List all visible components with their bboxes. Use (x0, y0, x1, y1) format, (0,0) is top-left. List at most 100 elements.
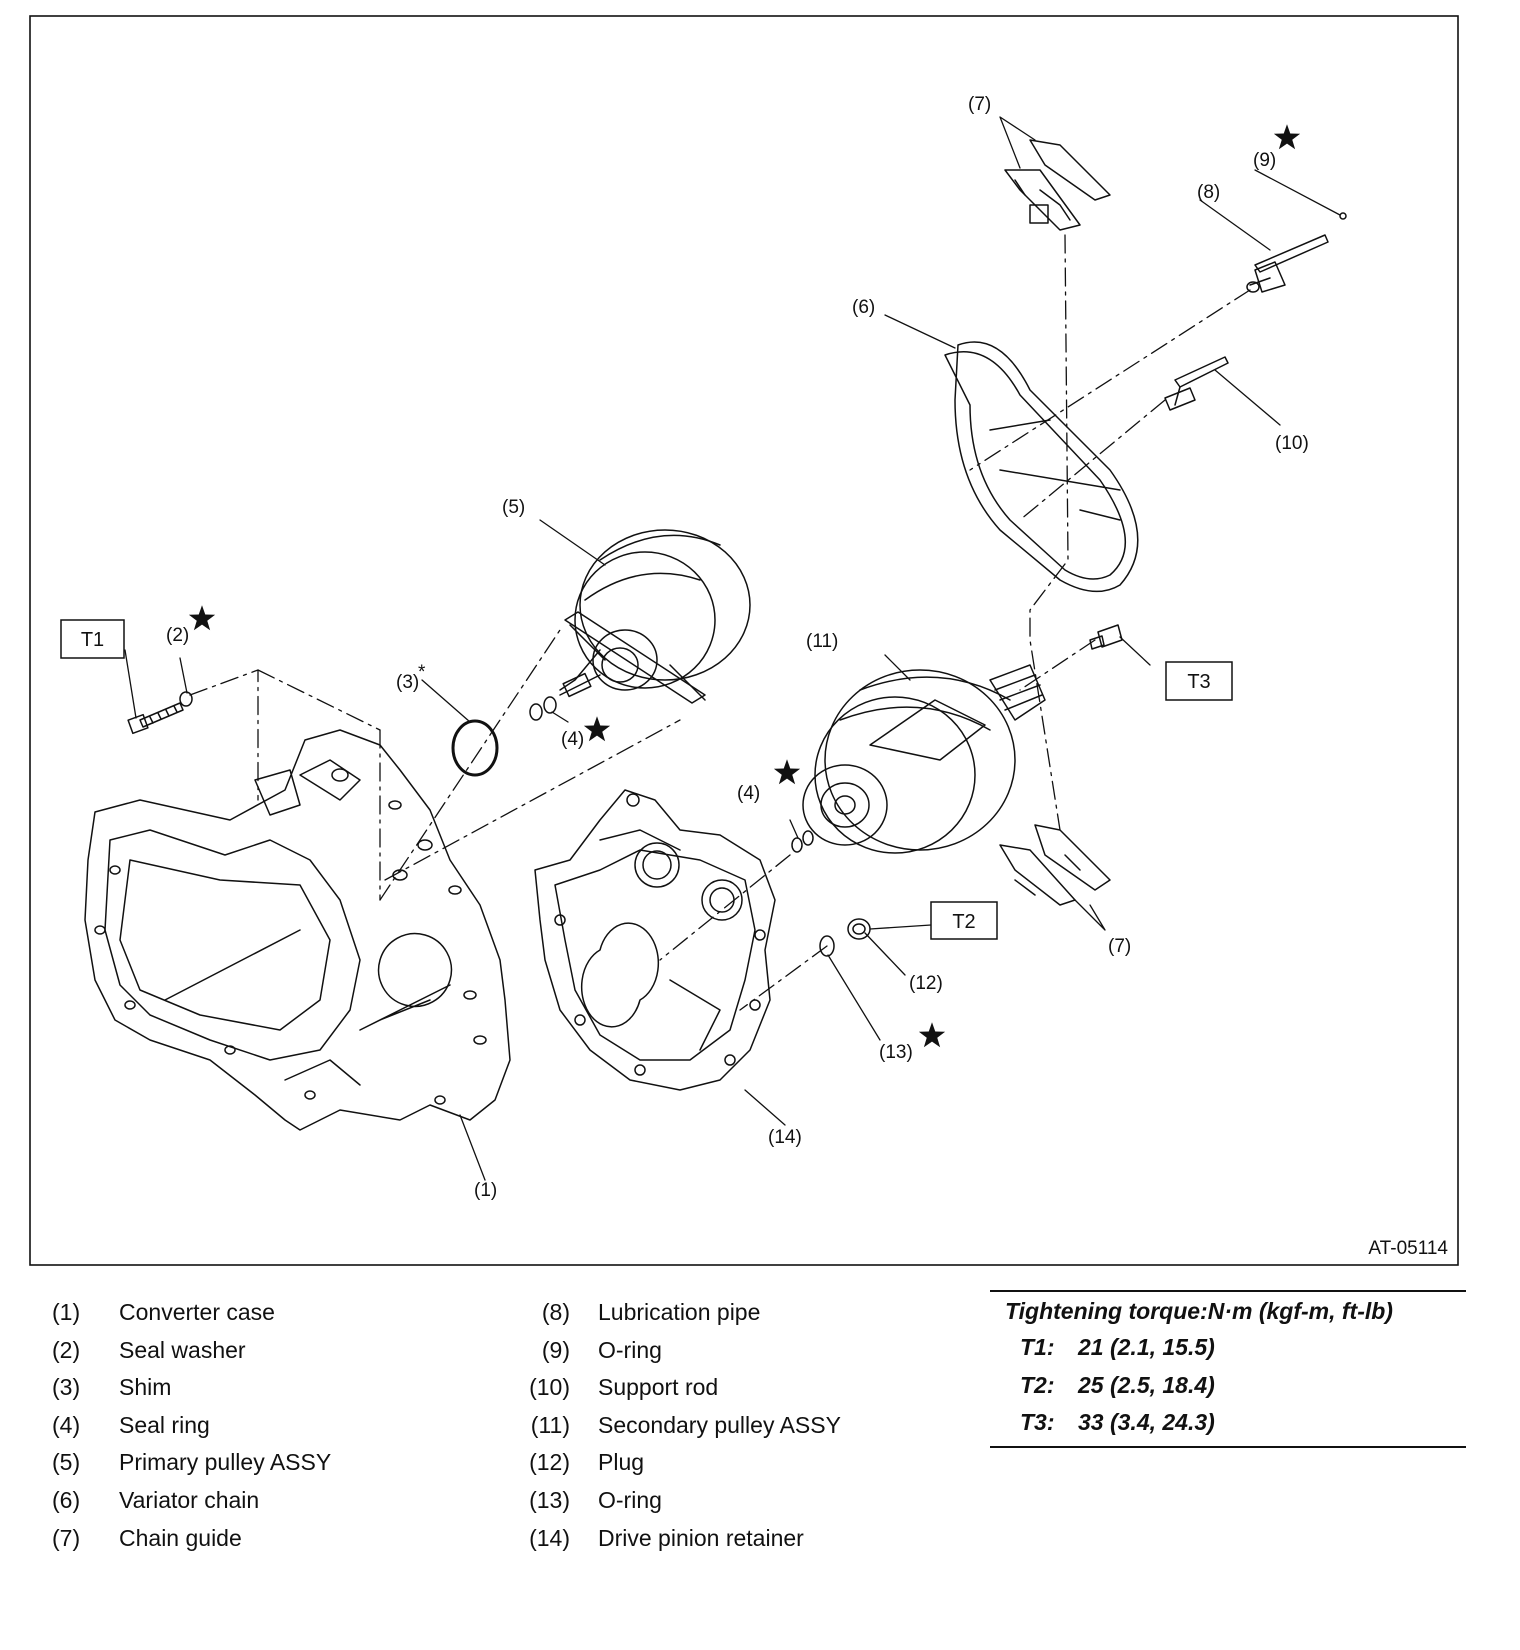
legend-item: (5) Primary pulley ASSY (0, 1444, 480, 1482)
torque-row: T3: 33 (3.4, 24.3) (990, 1404, 1466, 1442)
callout-8: (8) (1197, 182, 1220, 203)
legend-number: (11) (530, 1411, 570, 1438)
legend-number: (13) (529, 1486, 570, 1513)
legend-item: (1) Converter case (0, 1294, 480, 1332)
star-icon (773, 759, 801, 785)
legend-part-name: O-ring (598, 1336, 662, 1363)
star-icon (188, 605, 216, 631)
callout-4-upper: (4) (561, 729, 584, 750)
torque-row: T2: 25 (2.5, 18.4) (990, 1367, 1466, 1405)
legend-number: (14) (529, 1524, 570, 1551)
legend-number: (2) (52, 1336, 81, 1363)
legend-item: (6) Variator chain (0, 1482, 480, 1520)
exploded-view-diagram: T1 T2 T3 (1) (2) (3) * (4) (4) (5) (6) (… (29, 15, 1459, 1266)
callout-4-lower: (4) (737, 783, 760, 804)
star-icon (583, 716, 611, 742)
callout-14: (14) (768, 1127, 802, 1148)
legend-item: (13) O-ring (510, 1482, 930, 1520)
legend-part-name: Shim (119, 1374, 172, 1401)
parts-legend-left: (1)Converter case(2)Seal washer(3)Shim(4… (0, 1294, 480, 1557)
chain-guide-top-part (1004, 139, 1111, 231)
torque-row: T1: 21 (2.1, 15.5) (990, 1329, 1466, 1367)
callout-7-top: (7) (968, 94, 991, 115)
torque-value: 21 (2.1, 15.5) (1078, 1334, 1215, 1360)
legend-number: (12) (529, 1449, 570, 1476)
legend-part-name: Seal washer (119, 1336, 246, 1363)
legend-number: (4) (52, 1411, 81, 1438)
torque-key: T2: (1020, 1371, 1055, 1398)
callout-3: (3) (396, 672, 419, 693)
torque-box-t1: T1 (60, 619, 125, 659)
lubrication-pipe-part (1246, 234, 1329, 293)
legend-part-name: Chain guide (119, 1524, 242, 1551)
legend-part-name: Drive pinion retainer (598, 1524, 804, 1551)
callout-11: (11) (806, 631, 838, 652)
converter-case-part (84, 729, 511, 1131)
torque-title: Tightening torque:N·m (kgf-m, ft-lb) (1005, 1298, 1393, 1324)
legend-item: (11) Secondary pulley ASSY (510, 1407, 930, 1445)
seal-ring-upper-part (529, 696, 557, 721)
callout-13: (13) (879, 1042, 913, 1063)
legend-item: (12) Plug (510, 1444, 930, 1482)
o-ring-9-part (1339, 212, 1347, 220)
callout-5: (5) (502, 497, 525, 518)
torque-box-t2: T2 (930, 901, 998, 940)
legend-part-name: Secondary pulley ASSY (598, 1411, 841, 1438)
callout-6: (6) (852, 297, 875, 318)
torque-value: 25 (2.5, 18.4) (1078, 1371, 1215, 1398)
legend-part-name: Primary pulley ASSY (119, 1449, 332, 1476)
o-ring-13-part (819, 935, 835, 957)
legend-number: (5) (52, 1449, 81, 1476)
legend-part-name: Seal ring (119, 1411, 210, 1438)
callout-1: (1) (474, 1180, 497, 1201)
torque-key: T1: (1020, 1334, 1055, 1360)
support-rod-part (1164, 356, 1229, 411)
t3-bolt-part (1089, 624, 1123, 650)
figure-frame (29, 15, 1459, 1266)
legend-part-name: Converter case (119, 1299, 275, 1325)
legend-part-name: Variator chain (119, 1486, 260, 1513)
secondary-pulley-part (802, 664, 1046, 854)
callout-12: (12) (909, 973, 943, 994)
legend-number: (10) (529, 1374, 570, 1401)
drive-pinion-retainer-part (534, 789, 776, 1091)
callout-2: (2) (166, 625, 189, 646)
legend-part-name: O-ring (598, 1486, 662, 1513)
legend-item: (2) Seal washer (0, 1332, 480, 1370)
star-icon (1273, 124, 1301, 150)
legend-item: (8) Lubrication pipe (510, 1294, 930, 1332)
torque-box-t3: T3 (1165, 661, 1233, 701)
shim-asterisk: * (418, 662, 426, 683)
callout-7-bottom: (7) (1108, 936, 1131, 957)
seal-washer-part (179, 691, 193, 707)
legend-item: (9) O-ring (510, 1332, 930, 1370)
legend-part-name: Lubrication pipe (598, 1299, 761, 1325)
seal-ring-lower-part (791, 830, 814, 853)
torque-top-rule (990, 1290, 1466, 1292)
figure-code: AT-05114 (1368, 1238, 1448, 1259)
callout-9: (9) (1253, 150, 1276, 171)
legend-number: (1) (52, 1299, 81, 1325)
legend-number: (6) (52, 1486, 81, 1513)
torque-bottom-rule (990, 1445, 1466, 1448)
torque-key: T3: (1020, 1409, 1055, 1436)
svg-text:T1: T1 (81, 629, 104, 651)
parts-legend-middle: (8) Lubrication pipe (9) O-ring (10) Support … (510, 1294, 930, 1557)
tightening-torque-table: Tightening torque:N·m (kgf-m, ft-lb) T1:… (990, 1290, 1466, 1448)
legend-number: (8) (541, 1299, 570, 1325)
svg-text:T2: T2 (952, 911, 975, 933)
legend-number: (7) (52, 1524, 81, 1551)
legend-item: (4) Seal ring (0, 1407, 480, 1445)
torque-rows: T1: 21 (2.1, 15.5) T2: 25 (2.5, 18.4) T3: 33 … (990, 1329, 1466, 1442)
legend-part-name: Plug (598, 1449, 645, 1476)
shim-part (451, 719, 499, 777)
legend-item: (10) Support rod (510, 1369, 930, 1407)
chain-guide-bottom-part (999, 824, 1111, 906)
callout-10: (10) (1275, 433, 1309, 454)
legend-part-name: Support rod (598, 1374, 719, 1401)
legend-item: (7) Chain guide (0, 1520, 480, 1558)
star-icon (918, 1022, 946, 1048)
torque-value: 33 (3.4, 24.3) (1078, 1409, 1215, 1436)
legend-number: (9) (541, 1336, 570, 1363)
svg-text:T3: T3 (1187, 671, 1210, 693)
